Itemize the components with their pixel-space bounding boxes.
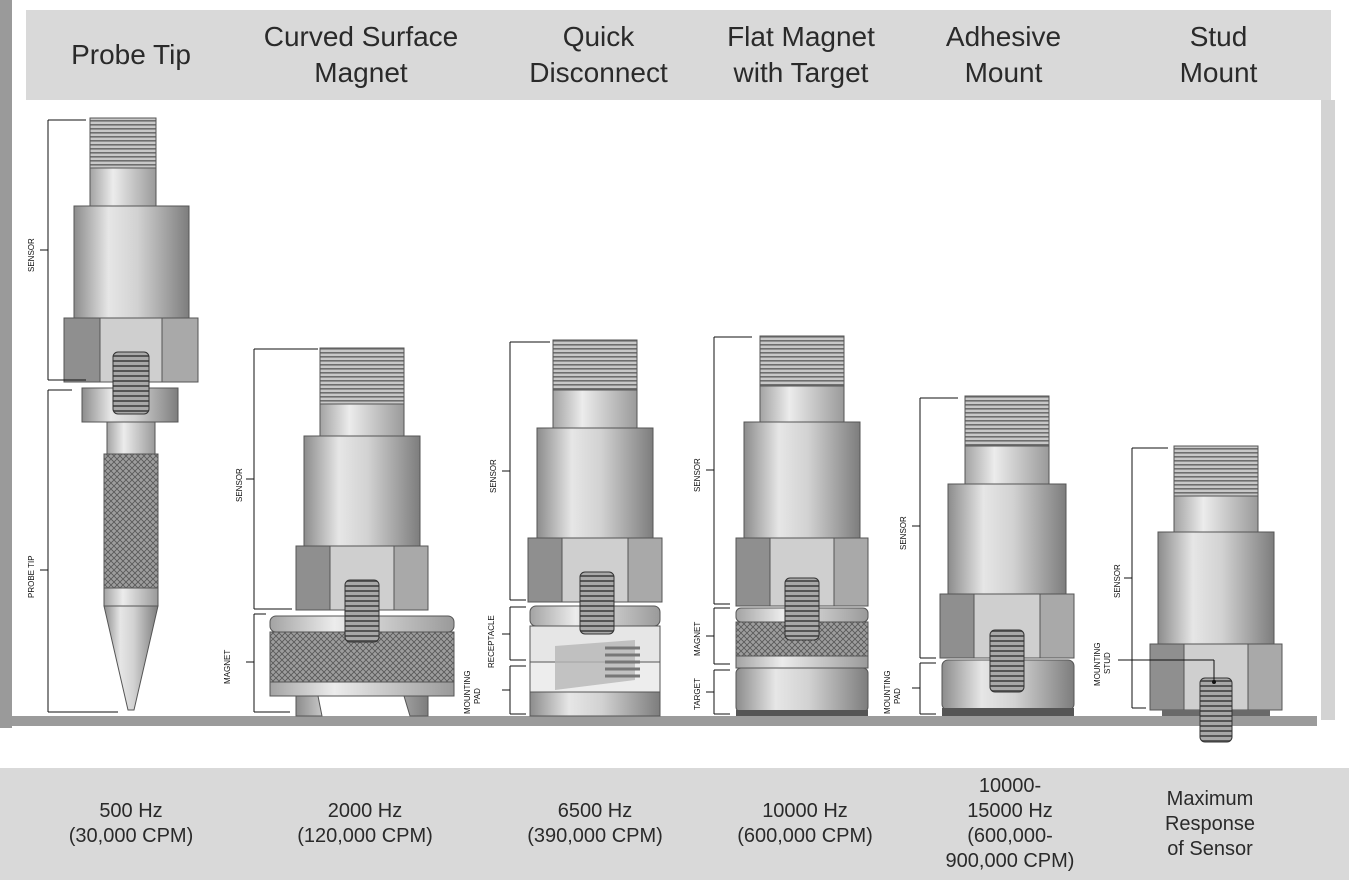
footer-band: 500 Hz (30,000 CPM) 2000 Hz (120,000 CPM… <box>0 768 1349 880</box>
flat-magnet-sensor <box>706 335 869 716</box>
label-sensor-6: SENSOR <box>1113 564 1122 598</box>
title-flat-magnet-target: Flat Magnet with Target <box>727 21 875 88</box>
label-probe-tip: PROBE TIP <box>27 555 36 598</box>
label-sensor-4: SENSOR <box>693 458 702 492</box>
curved-magnet-sensor <box>246 347 455 717</box>
title-probe-tip: Probe Tip <box>71 39 191 70</box>
title-stud-mount: Stud Mount <box>1179 21 1258 88</box>
left-frame-bar <box>0 0 12 728</box>
stud-mount-sensor <box>1118 445 1283 743</box>
title-adhesive-mount: Adhesive Mount <box>945 21 1062 88</box>
label-mounting-pad-1b: PAD <box>473 688 482 704</box>
label-mounting-stud-b: STUD <box>1103 652 1112 674</box>
freq-stud-mount: Maximum Response of Sensor <box>1164 787 1256 860</box>
label-sensor-3: SENSOR <box>489 459 498 493</box>
label-sensor-5: SENSOR <box>899 516 908 550</box>
freq-curved-magnet: 2000 Hz (120,000 CPM) <box>297 800 433 847</box>
label-mounting-pad-2b: PAD <box>893 688 902 704</box>
label-sensor-1: SENSOR <box>27 238 36 272</box>
label-mounting-stud-a: MOUNTING <box>1093 642 1102 686</box>
right-frame-bar <box>1321 100 1335 720</box>
title-curved-surface-magnet: Curved Surface Magnet <box>263 21 459 88</box>
label-mounting-pad-1a: MOUNTING <box>463 670 472 714</box>
probe-tip-sensor <box>40 117 199 713</box>
label-magnet-2: MAGNET <box>693 622 702 656</box>
label-magnet-1: MAGNET <box>223 650 232 684</box>
quick-disconnect-sensor <box>502 339 663 717</box>
freq-adhesive-mount: 10000- 15000 Hz (600,000- 900,000 CPM) <box>945 775 1075 872</box>
label-target: TARGET <box>693 678 702 710</box>
title-quick-disconnect: Quick Disconnect <box>529 21 668 88</box>
header-band: Probe Tip Curved Surface Magnet Quick Di… <box>26 10 1331 100</box>
label-sensor-2: SENSOR <box>235 468 244 502</box>
label-mounting-pad-2a: MOUNTING <box>883 670 892 714</box>
freq-probe-tip: 500 Hz (30,000 CPM) <box>68 800 194 847</box>
mounting-surface <box>12 716 1317 726</box>
freq-flat-magnet: 10000 Hz (600,000 CPM) <box>737 800 873 847</box>
label-receptacle: RECEPTACLE <box>487 615 496 668</box>
freq-quick-disconnect: 6500 Hz (390,000 CPM) <box>527 800 663 847</box>
adhesive-mount-sensor <box>912 395 1075 716</box>
